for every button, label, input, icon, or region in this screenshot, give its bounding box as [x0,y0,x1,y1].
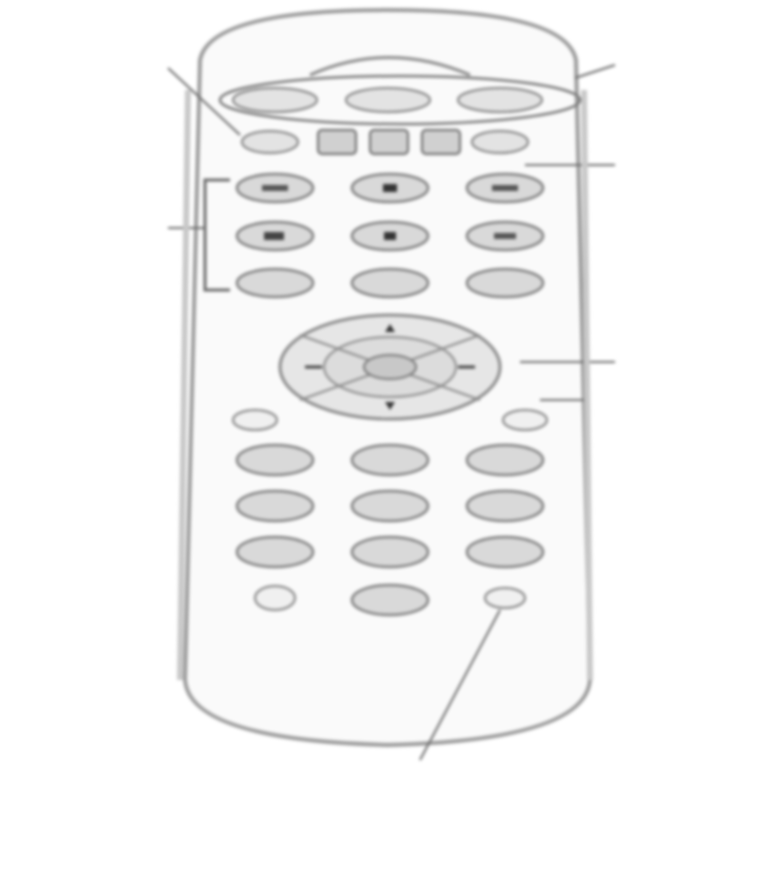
body-edge-highlight [177,89,191,681]
top-button-3 [457,87,543,113]
body-edge-highlight-right [581,89,593,681]
row2-square-3 [421,129,461,155]
row2-square-2 [369,129,409,155]
leader-lines [167,64,616,761]
side-oval-left [232,409,278,431]
function-grid [235,172,545,299]
top-function-ring [218,74,582,126]
row2-oval-left [241,130,299,154]
side-oval-right [502,409,548,431]
top-button-1 [232,87,318,113]
nav-cluster [278,313,502,421]
row2-square-1 [317,129,357,155]
top-arc [309,56,471,77]
left-bracket [203,178,230,292]
top-button-2 [345,87,431,113]
row2-oval-right [471,130,529,154]
numpad-shapes [235,443,545,617]
